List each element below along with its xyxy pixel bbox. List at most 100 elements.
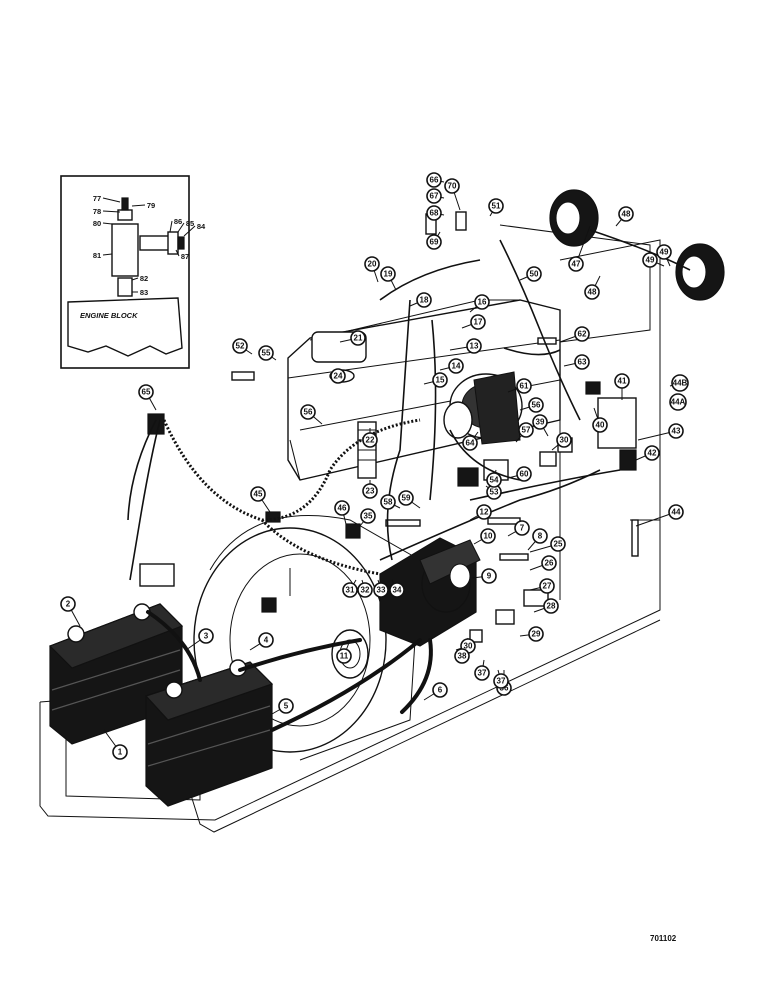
- callout-41: 41: [614, 373, 630, 389]
- callout-31: 31: [342, 582, 358, 598]
- inset-leader-line: [175, 249, 180, 257]
- callout-circle: [668, 423, 684, 439]
- callout-24: 24: [330, 368, 346, 384]
- callout-label: 30: [560, 436, 569, 445]
- inset-label-87: 87: [181, 252, 189, 261]
- callout-3: 3: [198, 628, 214, 644]
- callout-label: 70: [448, 182, 457, 191]
- callout-label: 65: [142, 388, 151, 397]
- callout-label: 58: [384, 498, 393, 507]
- callout-label: 23: [366, 487, 375, 496]
- callout-15: 15: [432, 372, 448, 388]
- callout-circle: [656, 244, 672, 260]
- inset-label-77: 77: [93, 194, 101, 203]
- callout-label: 56: [532, 401, 541, 410]
- callout-label: 47: [572, 260, 581, 269]
- callout-20: 20: [364, 256, 380, 272]
- figure-code: 701102: [650, 934, 677, 943]
- callout-59: 59: [398, 490, 414, 506]
- inset-leader-line: [102, 210, 121, 213]
- inset-label-83: 83: [140, 288, 148, 297]
- callout-22: 22: [362, 432, 378, 448]
- callout-circle: [373, 582, 389, 598]
- callout-circle: [481, 568, 497, 584]
- callout-62: 62: [574, 326, 590, 342]
- inset-label-81: 81: [93, 251, 101, 260]
- callout-label: 44A: [671, 398, 686, 407]
- callout-circle: [644, 445, 660, 461]
- callout-29: 29: [528, 626, 544, 642]
- callout-37: 37: [474, 665, 490, 681]
- callout-label: 60: [520, 470, 529, 479]
- callout-circle: [362, 483, 378, 499]
- callout-circle: [669, 393, 687, 411]
- callout-68: 68: [426, 205, 442, 221]
- callout-label: 10: [484, 532, 493, 541]
- callout-label: 59: [402, 494, 411, 503]
- callout-circle: [416, 292, 432, 308]
- callout-label: 34: [393, 586, 402, 595]
- callout-18: 18: [416, 292, 432, 308]
- callout-circle: [614, 373, 630, 389]
- callout-label: 19: [384, 270, 393, 279]
- callout-4: 4: [258, 632, 274, 648]
- battery-right: [144, 659, 274, 807]
- callout-circle: [528, 397, 544, 413]
- callout-label: 32: [361, 586, 370, 595]
- callout-label: 66: [430, 176, 439, 185]
- callout-circle: [426, 172, 442, 188]
- callout-60: 60: [516, 466, 532, 482]
- callout-label: 50: [530, 270, 539, 279]
- inset-label-84: 84: [197, 222, 206, 231]
- inset-label-79: 79: [147, 201, 155, 210]
- callout-circle: [592, 417, 608, 433]
- callout-49: 49: [656, 244, 672, 260]
- callout-61: 61: [516, 378, 532, 394]
- callout-label: 33: [377, 586, 386, 595]
- callout-label: 46: [338, 504, 347, 513]
- callout-label: 55: [262, 349, 271, 358]
- callout-8: 8: [532, 528, 548, 544]
- callout-69: 69: [426, 234, 442, 250]
- callout-30: 30: [556, 432, 572, 448]
- callout-label: 49: [646, 256, 655, 265]
- callout-25: 25: [550, 536, 566, 552]
- callout-6: 6: [432, 682, 448, 698]
- callout-label: 69: [430, 238, 439, 247]
- callout-70: 70: [444, 178, 460, 194]
- callout-label: 57: [522, 426, 531, 435]
- inset-label-80: 80: [93, 219, 101, 228]
- callout-circle: [258, 632, 274, 648]
- inset-leader-line: [131, 204, 146, 207]
- callout-label: 38: [458, 652, 467, 661]
- callout-circle: [493, 673, 509, 689]
- callout-label: 28: [547, 602, 556, 611]
- callout-circle: [334, 500, 350, 516]
- callout-circle: [364, 256, 380, 272]
- callout-label: 40: [596, 421, 605, 430]
- callout-label: 30: [464, 642, 473, 651]
- callout-label: 42: [648, 449, 657, 458]
- callout-33: 33: [373, 582, 389, 598]
- callout-label: 49: [660, 248, 669, 257]
- callout-label: 3: [204, 632, 209, 641]
- callout-label: 48: [588, 288, 597, 297]
- callout-label: 37: [478, 669, 487, 678]
- callout-label: 1: [118, 748, 123, 757]
- callout-label: 44B: [673, 379, 688, 388]
- inset-label-78: 78: [93, 207, 101, 216]
- callout-label: 17: [474, 318, 483, 327]
- callout-circle: [432, 682, 448, 698]
- callout-label: 43: [672, 427, 681, 436]
- callout-circle: [300, 404, 316, 420]
- callout-circle: [357, 582, 373, 598]
- callout-63: 63: [574, 354, 590, 370]
- callout-circle: [278, 698, 294, 714]
- callout-circle: [380, 494, 396, 510]
- callout-circle: [518, 422, 534, 438]
- callout-54: 54: [486, 472, 502, 488]
- callout-circle: [574, 354, 590, 370]
- alternator: [443, 371, 523, 445]
